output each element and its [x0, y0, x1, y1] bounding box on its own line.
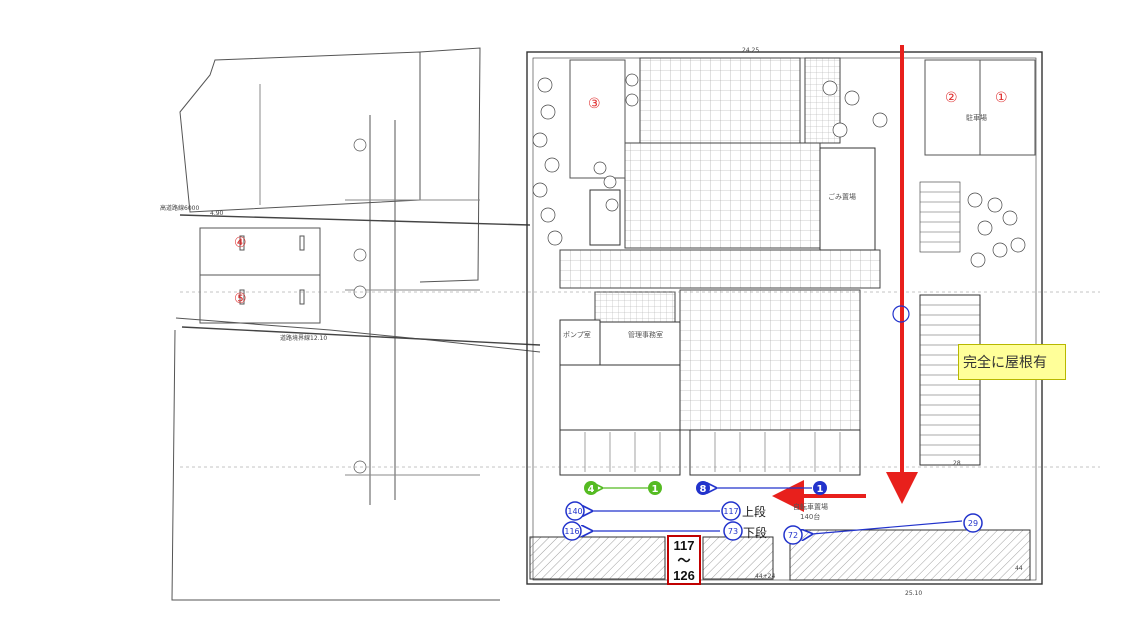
room-bicycle-count: 140台 [800, 513, 821, 521]
stairs [919, 181, 981, 466]
svg-text:4.90: 4.90 [210, 210, 224, 217]
marker-72: 72 [783, 525, 803, 545]
plaza-tiles [639, 57, 801, 144]
marker-29: 29 [963, 513, 983, 533]
trees [532, 73, 1026, 268]
upper-tier-label: 上段 [742, 505, 767, 519]
parking-area-4: ④ [234, 235, 247, 251]
marker-green-4: 4 [584, 481, 598, 495]
svg-text:25.10: 25.10 [905, 590, 922, 597]
svg-text:1: 1 [817, 484, 824, 495]
svg-text:1: 1 [652, 484, 659, 495]
svg-text:44: 44 [1015, 565, 1023, 572]
marker-117: 117 [721, 501, 741, 521]
marker-green-1: 1 [648, 481, 662, 495]
marker-140: 140 [565, 501, 585, 521]
marker-blue-1: 1 [813, 481, 827, 495]
svg-text:4: 4 [588, 484, 595, 495]
parking-area-3: ③ [588, 96, 601, 112]
roof-note-callout: 完全に屋根有 [958, 344, 1066, 380]
lower-tier-label: 下段 [743, 526, 768, 540]
marker-73: 73 [723, 521, 743, 541]
parking-area-1: ① [995, 90, 1008, 106]
svg-text:24.25: 24.25 [742, 47, 759, 54]
range-to: 126 [673, 568, 695, 583]
parking-area-5: ⑤ [234, 291, 247, 307]
range-from: 117 [673, 538, 695, 553]
marker-116: 116 [562, 521, 582, 541]
svg-text:高道路線6000: 高道路線6000 [160, 204, 199, 212]
slot-range-callout: 117 〜 126 [667, 535, 701, 585]
left-parking-lot [199, 227, 321, 324]
room-bicycle: 自転車置場 [793, 503, 828, 511]
svg-text:117: 117 [723, 507, 738, 516]
svg-text:116: 116 [564, 527, 579, 536]
svg-text:44+24: 44+24 [755, 573, 775, 580]
svg-text:73: 73 [728, 527, 738, 536]
svg-text:72: 72 [788, 531, 798, 540]
axis-markers [353, 138, 367, 474]
svg-text:道路境界線12.10: 道路境界線12.10 [280, 334, 327, 342]
roof-note-text: 完全に屋根有 [963, 355, 1047, 371]
marker-blue-8: 8 [696, 481, 710, 495]
svg-text:29: 29 [968, 519, 978, 528]
bicycle-strip [529, 529, 1031, 581]
svg-text:28: 28 [953, 460, 961, 467]
neighbour-lots [171, 47, 541, 601]
room-garbage: ごみ置場 [828, 193, 856, 201]
parking-area-2: ② [945, 90, 958, 106]
svg-text:8: 8 [700, 484, 707, 495]
room-parking-upper: 駐車場 [966, 114, 987, 122]
room-pump: ポンプ室 [563, 331, 591, 339]
svg-text:140: 140 [567, 507, 582, 516]
room-management: 管理事務室 [628, 331, 663, 339]
range-separator: 〜 [677, 553, 691, 568]
